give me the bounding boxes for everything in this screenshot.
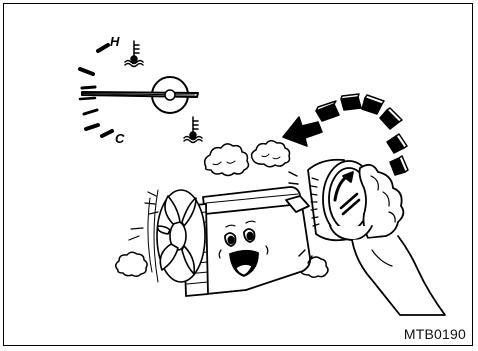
gauge-hot-label: H [110,34,120,49]
gauge-cold-label: C [115,131,125,146]
figure-code: MTB0190 [404,326,466,342]
thermometer-hot-icon [125,41,143,67]
cooling-fan-icon [148,190,205,282]
thermometer-cold-icon [184,117,202,143]
temperature-gauge-icon [80,45,198,136]
